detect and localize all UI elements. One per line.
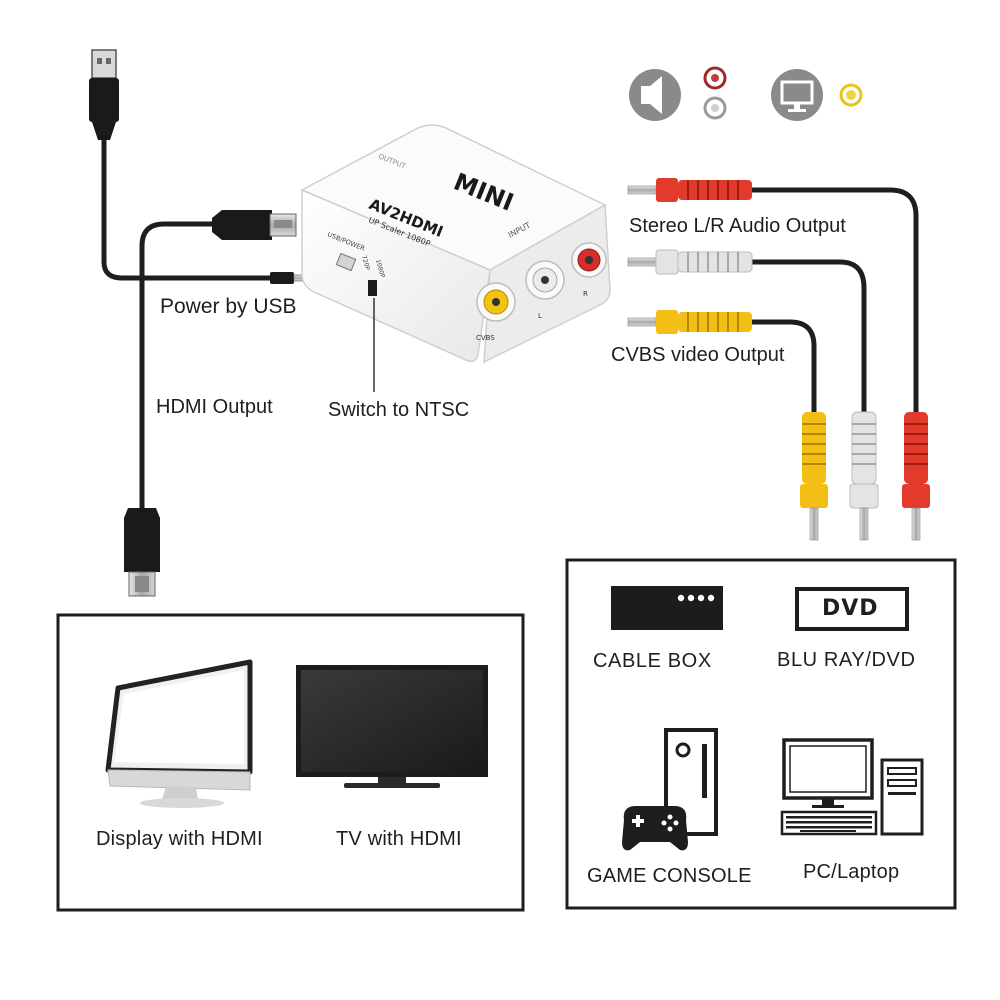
rca-plug-red-horizontal <box>627 178 752 202</box>
audio-jacks-indicator-icon <box>703 66 727 120</box>
jack-label-r: R <box>583 290 588 298</box>
hdmi-plug-bottom-icon <box>124 508 160 597</box>
display-with-hdmi-label: Display with HDMI <box>96 828 263 850</box>
jack-label-l: L <box>538 312 542 320</box>
rca-plug-yellow-horizontal <box>627 310 752 334</box>
game-console-icon <box>622 728 718 851</box>
video-jack-indicator-icon <box>839 83 863 107</box>
white-audio-cable <box>749 259 867 415</box>
tv-icon <box>296 665 488 788</box>
hdmi-plug-top-icon <box>212 210 297 240</box>
blu-ray-dvd-label: BLU RAY/DVD <box>777 649 916 671</box>
audio-left-jack <box>525 260 565 300</box>
rca-plug-yellow-vertical <box>800 412 828 541</box>
stereo-audio-output-label: Stereo L/R Audio Output <box>629 215 846 237</box>
rca-plug-white-vertical <box>849 411 879 541</box>
rca-plug-white-horizontal <box>627 249 753 275</box>
desktop-pc-icon <box>780 738 924 836</box>
usb-power-cable <box>101 135 285 281</box>
adapter-ntsc-switch <box>368 280 377 296</box>
tv-with-hdmi-label: TV with HDMI <box>336 828 462 850</box>
speaker-icon <box>629 69 681 121</box>
av2hdmi-adapter: OUTPUT MINI AV2HDMI UP Scaler 1080P INPU… <box>300 124 611 364</box>
cable-box-icon <box>611 586 723 630</box>
dvd-badge-text: DVD <box>822 596 879 621</box>
monitor-display-icon <box>105 659 253 808</box>
rca-cables <box>749 187 919 415</box>
switch-to-ntsc-label: Switch to NTSC <box>328 399 470 421</box>
cvbs-jack <box>476 282 516 322</box>
usb-plug-icon <box>89 49 119 140</box>
power-by-usb-label: Power by USB <box>160 295 297 318</box>
red-audio-cable <box>749 187 919 415</box>
pc-laptop-label: PC/Laptop <box>803 861 900 883</box>
yellow-video-cable <box>749 319 817 415</box>
jack-label-cvbs: CVBS <box>476 334 495 342</box>
monitor-icon <box>771 69 823 121</box>
dvd-player-icon <box>795 587 909 631</box>
game-console-label: GAME CONSOLE <box>587 865 752 887</box>
cable-box-label: CABLE BOX <box>593 650 712 672</box>
adapter-usb-port <box>335 252 357 272</box>
hdmi-output-label: HDMI Output <box>156 396 273 418</box>
cvbs-video-output-label: CVBS video Output <box>611 344 785 366</box>
adapter-switch-720: 720P <box>360 255 371 272</box>
rca-plug-red-vertical <box>902 412 930 541</box>
hdmi-cable <box>139 221 215 515</box>
audio-right-jack <box>571 242 607 278</box>
